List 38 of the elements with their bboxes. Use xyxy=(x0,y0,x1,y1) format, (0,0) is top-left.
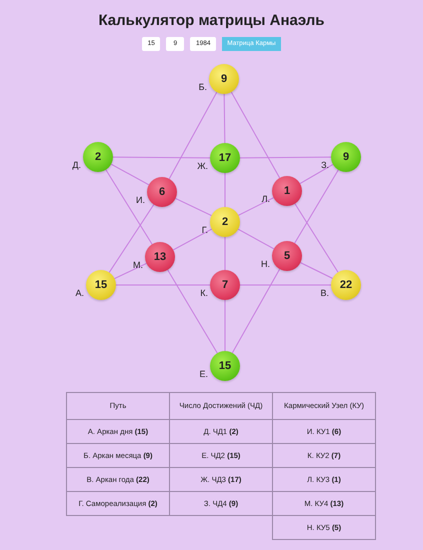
point-letter: З. xyxy=(320,159,329,172)
connector-line xyxy=(116,284,210,286)
connector-line xyxy=(224,172,226,208)
point-letter: Н. xyxy=(260,258,270,271)
connector-line xyxy=(114,262,147,280)
connector-line xyxy=(172,228,212,250)
connector-line xyxy=(224,300,226,352)
connector-line xyxy=(300,164,334,184)
point-letter: А. xyxy=(74,287,84,300)
point-letter: Д. xyxy=(71,159,81,172)
connector-line xyxy=(224,94,226,144)
connector-line xyxy=(238,197,274,216)
point-letter: М. xyxy=(132,259,143,272)
point-letter: И. xyxy=(135,194,145,207)
point-letter: Г. xyxy=(200,224,208,237)
connector-line xyxy=(110,164,150,186)
title: Калькулятор матрицы Анаэль xyxy=(97,11,326,31)
connector-line xyxy=(294,169,339,244)
connector-line xyxy=(294,203,339,273)
point-letter: В. xyxy=(319,287,329,300)
point-letter: Е. xyxy=(198,368,208,381)
connector-line xyxy=(112,156,210,158)
point-letter: Б. xyxy=(198,81,207,94)
connector-line xyxy=(105,169,153,245)
connector-line xyxy=(240,156,332,158)
point-letter: Л. xyxy=(260,193,270,206)
connector-line xyxy=(175,198,212,216)
connector-line xyxy=(224,236,226,270)
connector-line xyxy=(300,262,334,279)
connector-line xyxy=(108,204,154,273)
connector-line xyxy=(167,269,218,354)
connector-line xyxy=(232,268,280,354)
connector-line xyxy=(238,228,274,250)
point-letter: Ж. xyxy=(196,160,208,173)
point-letter: К. xyxy=(199,287,208,300)
connector-line xyxy=(168,92,218,180)
connector-line xyxy=(230,92,280,178)
connector-line xyxy=(240,284,332,286)
